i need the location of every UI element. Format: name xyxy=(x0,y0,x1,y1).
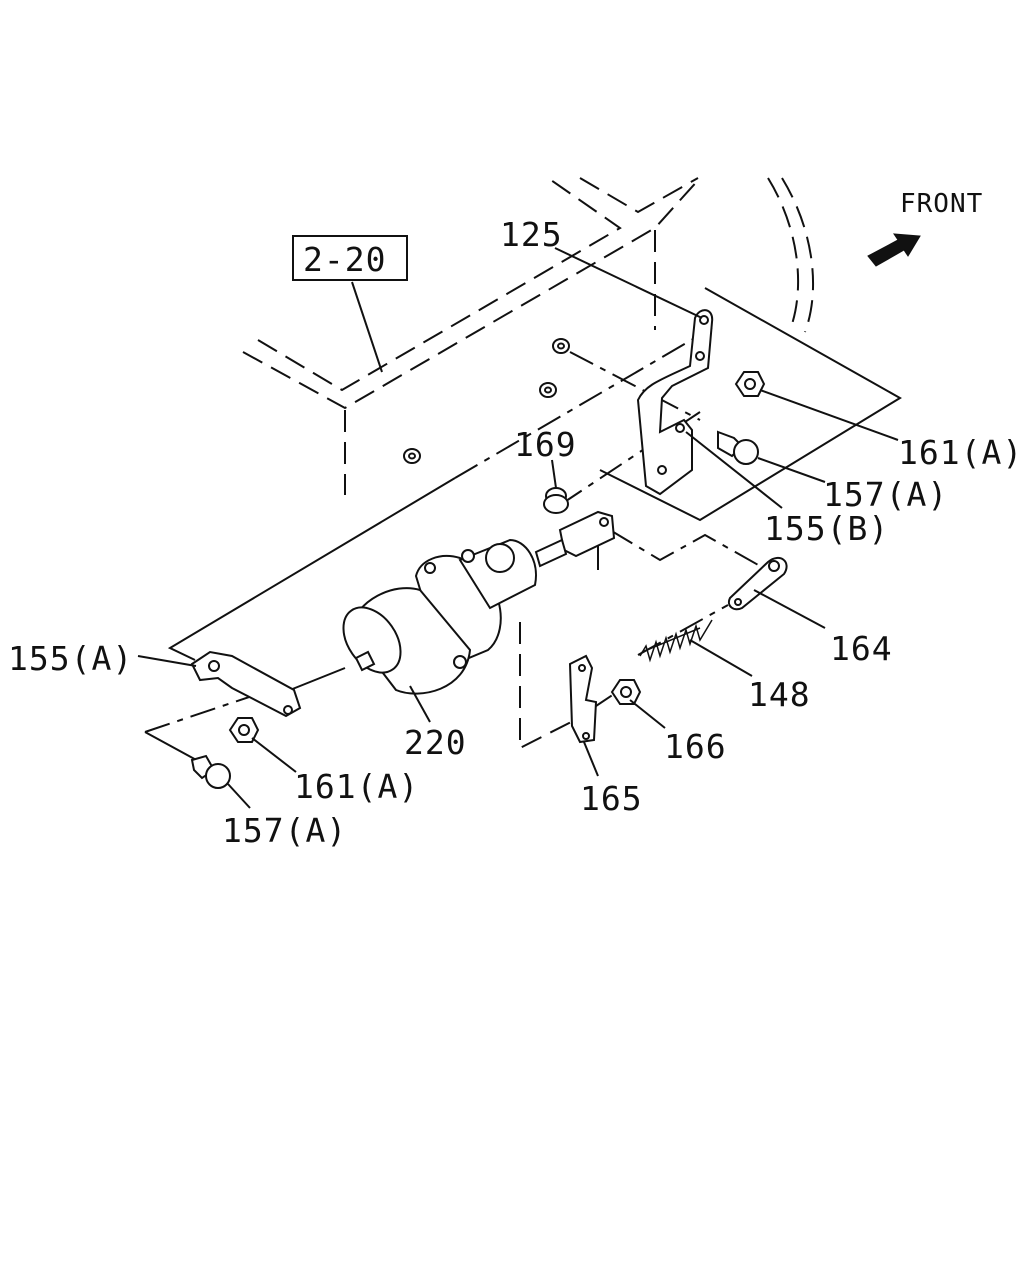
callout-220: 220 xyxy=(404,723,467,762)
bracket-155a xyxy=(190,650,302,718)
callout-155a: 155(A) xyxy=(8,639,133,678)
callout-166: 166 xyxy=(664,727,727,766)
callout-165: 165 xyxy=(580,779,643,818)
callout-148: 148 xyxy=(748,675,811,714)
front-indicator: FRONT xyxy=(867,189,983,267)
callout-leaders xyxy=(137,247,899,809)
arrow-icon xyxy=(867,233,921,267)
reference-box-label: 2-20 xyxy=(303,240,386,279)
cylinder-220 xyxy=(342,538,537,695)
front-label: FRONT xyxy=(900,189,983,219)
callout-161a-top: 161(A) xyxy=(898,433,1023,472)
washers xyxy=(403,338,570,464)
nut-166 xyxy=(610,679,642,705)
bolt-157a-top xyxy=(717,430,759,465)
assembly-lines xyxy=(144,287,902,763)
reference-box: 2-20 xyxy=(292,235,408,373)
chassis-outline xyxy=(242,177,814,495)
bracket-125 xyxy=(636,309,714,496)
callout-labels: 125 161(A) 157(A) 155(B) 169 164 148 166… xyxy=(8,215,1023,850)
bracket-165 xyxy=(568,654,598,744)
clevis xyxy=(534,510,616,568)
spring-148 xyxy=(639,619,713,663)
link-164 xyxy=(728,556,788,611)
nut-161a-bottom xyxy=(228,717,260,743)
callout-169: 169 xyxy=(514,425,577,464)
nut-161a-top xyxy=(734,371,766,397)
callout-157a-top: 157(A) xyxy=(823,475,948,514)
callout-164: 164 xyxy=(830,629,893,668)
callout-125: 125 xyxy=(500,215,563,254)
bolt-157a-bottom xyxy=(190,754,231,789)
callout-161a-bottom: 161(A) xyxy=(294,767,419,806)
callout-155b: 155(B) xyxy=(764,509,889,548)
pin-169 xyxy=(543,487,569,514)
callout-157a-bottom: 157(A) xyxy=(222,811,347,850)
